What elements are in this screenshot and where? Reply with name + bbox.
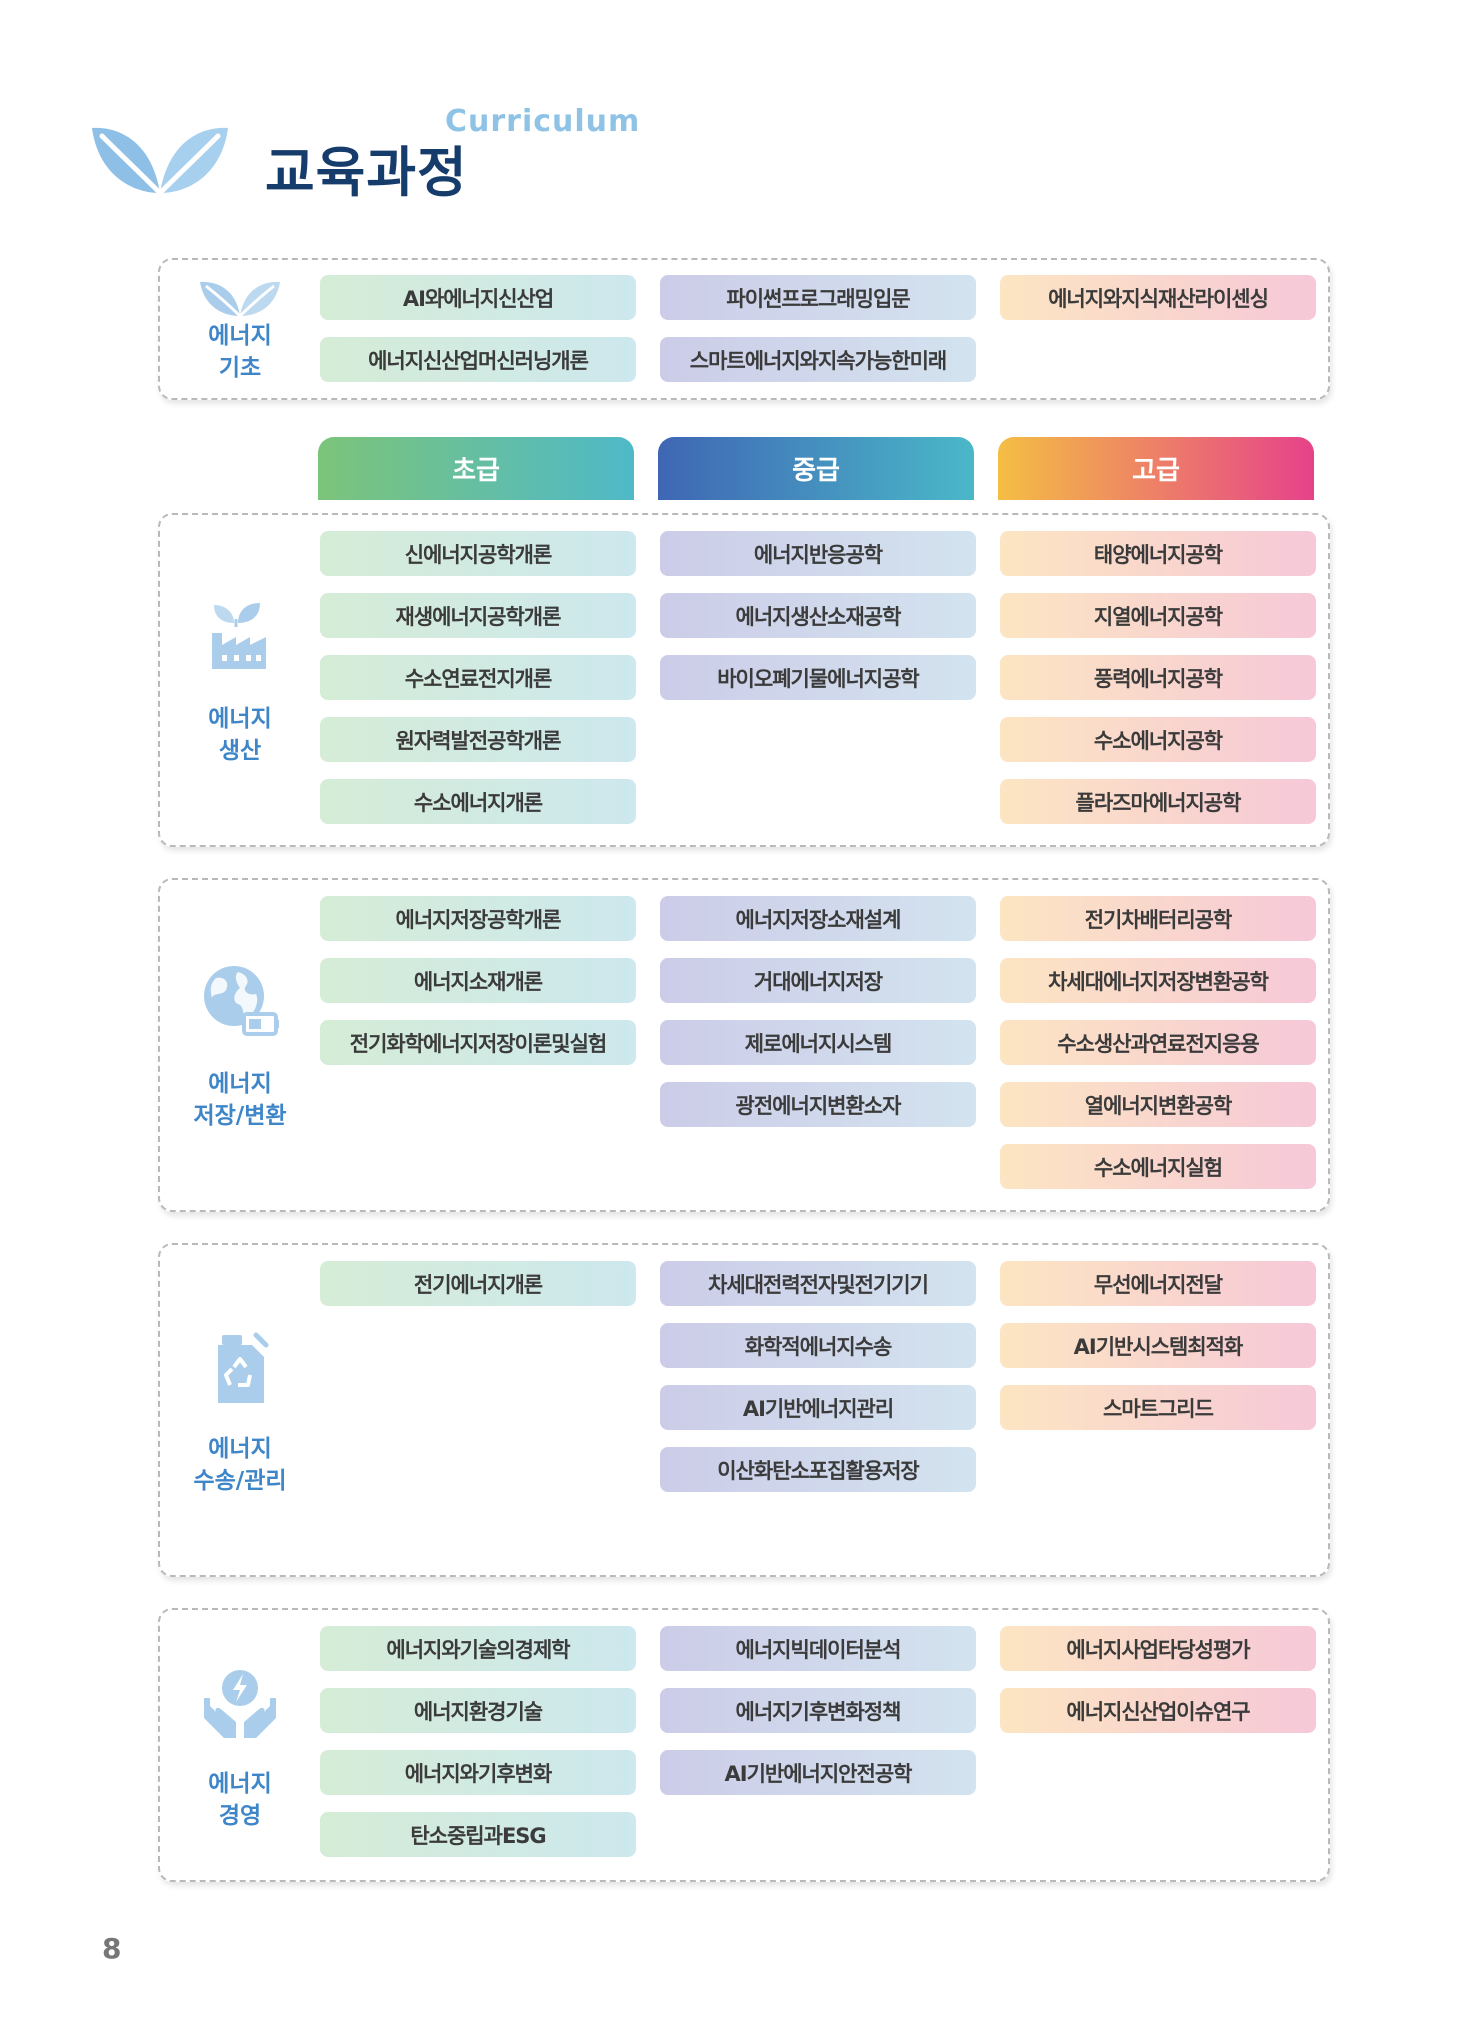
course-chip: 에너지와기후변화 <box>320 1750 636 1795</box>
course-chip: 거대에너지저장 <box>660 958 976 1003</box>
recycle-tank-icon <box>218 1332 269 1403</box>
course-chip: 에너지신산업머신러닝개론 <box>320 337 636 382</box>
course-chip: 수소에너지실험 <box>1000 1144 1316 1189</box>
course-chip: 에너지소재개론 <box>320 958 636 1003</box>
hands-energy-icon <box>204 1670 276 1738</box>
course-chip: 수소생산과연료전지응용 <box>1000 1020 1316 1065</box>
section-energy-storage: 에너지 저장/변환 에너지저장공학개론 에너지소재개론 전기화학에너지저장이론및… <box>158 878 1330 1212</box>
course-chip: 에너지사업타당성평가 <box>1000 1626 1316 1671</box>
course-chip: 신에너지공학개론 <box>320 531 636 576</box>
course-chip: 에너지저장공학개론 <box>320 896 636 941</box>
course-chip: 바이오폐기물에너지공학 <box>660 655 976 700</box>
course-chip: 차세대에너지저장변환공학 <box>1000 958 1316 1003</box>
section-energy-transport: 에너지 수송/관리 전기에너지개론 차세대전력전자및전기기기 화학적에너지수송 … <box>158 1243 1330 1577</box>
section-label: 에너지 생산 <box>208 706 272 764</box>
course-chip: 수소에너지공학 <box>1000 717 1316 762</box>
course-chip: 전기차배터리공학 <box>1000 896 1316 941</box>
globe-battery-icon <box>204 966 279 1036</box>
course-chip: AI기반에너지관리 <box>660 1385 976 1430</box>
page-subtitle: Curriculum <box>445 104 641 139</box>
course-chip: 재생에너지공학개론 <box>320 593 636 638</box>
section-energy-basic: 에너지 기초 AI와에너지신산업 에너지신산업머신러닝개론 파이썬프로그래밍입문… <box>158 258 1330 400</box>
course-chip: 에너지빅데이터분석 <box>660 1626 976 1671</box>
course-chip: 차세대전력전자및전기기기 <box>660 1261 976 1306</box>
course-chip: 무선에너지전달 <box>1000 1261 1316 1306</box>
course-chip: AI기반에너지안전공학 <box>660 1750 976 1795</box>
course-chip: 광전에너지변환소자 <box>660 1082 976 1127</box>
course-chip: 탄소중립과ESG <box>320 1812 636 1857</box>
page-number: 8 <box>102 1932 122 1965</box>
course-chip: 제로에너지시스템 <box>660 1020 976 1065</box>
course-chip: 플라즈마에너지공학 <box>1000 779 1316 824</box>
page-title: 교육과정 <box>265 141 468 204</box>
level-header-advanced: 고급 <box>998 437 1314 500</box>
course-chip: 에너지와기술의경제학 <box>320 1626 636 1671</box>
leaf-logo-icon <box>92 127 228 196</box>
course-chip: 에너지저장소재설계 <box>660 896 976 941</box>
course-chip: 에너지기후변화정책 <box>660 1688 976 1733</box>
section-label: 에너지 기초 <box>208 323 272 381</box>
course-chip: 에너지환경기술 <box>320 1688 636 1733</box>
section-energy-production: 에너지 생산 신에너지공학개론 재생에너지공학개론 수소연료전지개론 원자력발전… <box>158 513 1330 847</box>
course-chip: 파이썬프로그래밍입문 <box>660 275 976 320</box>
leaf-icon <box>200 281 280 318</box>
course-chip: 전기에너지개론 <box>320 1261 636 1306</box>
course-chip: 원자력발전공학개론 <box>320 717 636 762</box>
course-chip: 태양에너지공학 <box>1000 531 1316 576</box>
course-chip: 에너지신산업이슈연구 <box>1000 1688 1316 1733</box>
course-chip: 전기화학에너지저장이론및실험 <box>320 1020 636 1065</box>
course-chip: AI와에너지신산업 <box>320 275 636 320</box>
course-chip: 수소에너지개론 <box>320 779 636 824</box>
course-chip: 에너지반응공학 <box>660 531 976 576</box>
course-chip: 지열에너지공학 <box>1000 593 1316 638</box>
section-label: 에너지 저장/변환 <box>193 1071 287 1129</box>
course-chip: 에너지와지식재산라이센싱 <box>1000 275 1316 320</box>
course-chip: 풍력에너지공학 <box>1000 655 1316 700</box>
section-label: 에너지 수송/관리 <box>193 1436 287 1494</box>
course-chip: 에너지생산소재공학 <box>660 593 976 638</box>
course-chip: AI기반시스템최적화 <box>1000 1323 1316 1368</box>
level-header-intermediate: 중급 <box>658 437 974 500</box>
factory-leaf-icon <box>212 603 266 669</box>
course-chip: 스마트그리드 <box>1000 1385 1316 1430</box>
course-chip: 화학적에너지수송 <box>660 1323 976 1368</box>
level-header-beginner: 초급 <box>318 437 634 500</box>
section-energy-management: 에너지 경영 에너지와기술의경제학 에너지환경기술 에너지와기후변화 탄소중립과… <box>158 1608 1330 1882</box>
course-chip: 열에너지변환공학 <box>1000 1082 1316 1127</box>
course-chip: 수소연료전지개론 <box>320 655 636 700</box>
section-label: 에너지 경영 <box>208 1771 272 1829</box>
course-chip: 이산화탄소포집활용저장 <box>660 1447 976 1492</box>
course-chip: 스마트에너지와지속가능한미래 <box>660 337 976 382</box>
